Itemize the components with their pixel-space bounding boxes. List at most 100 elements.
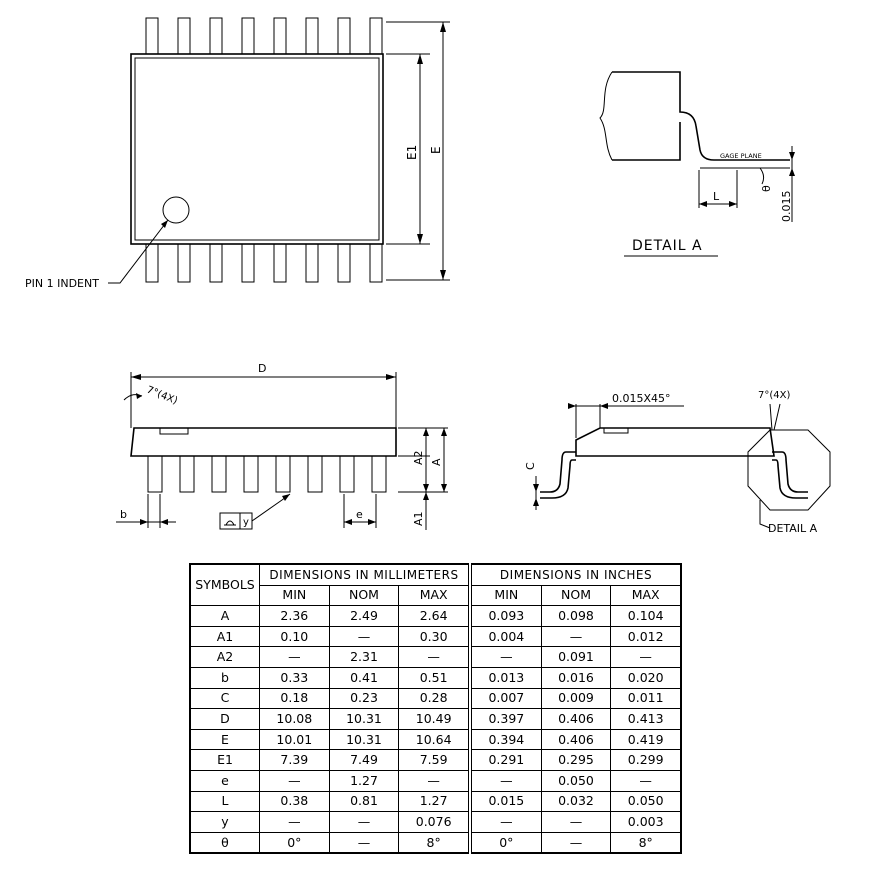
- value-cell: —: [259, 769, 330, 792]
- value-cell: 1.27: [328, 769, 400, 792]
- value-cell: —: [540, 831, 612, 854]
- value-cell: 7.59: [398, 749, 471, 771]
- symbol-cell: e: [189, 769, 260, 792]
- value-cell: 0.406: [540, 708, 612, 730]
- side-view: D 7°(4X) A2 A A1 b e: [116, 362, 448, 530]
- top-view: PIN 1 INDENT E1 E: [25, 17, 450, 290]
- theta-label: θ: [760, 185, 773, 192]
- value-cell: —: [467, 769, 542, 792]
- pin1-indent-label: PIN 1 INDENT: [25, 277, 99, 290]
- value-cell: 0.076: [398, 811, 471, 833]
- value-cell: —: [610, 769, 682, 792]
- value-cell: —: [398, 646, 471, 668]
- top-pins-lower: [145, 243, 383, 283]
- value-cell: —: [398, 769, 471, 792]
- value-cell: 0.050: [540, 769, 612, 792]
- symbol-cell: A1: [189, 625, 260, 648]
- top-pin: [273, 17, 287, 55]
- value-cell: —: [259, 811, 330, 833]
- coplanarity-y-label: y: [243, 517, 249, 528]
- value-cell: 7.49: [328, 749, 400, 771]
- symbol-cell: A: [189, 605, 260, 627]
- value-cell: 0.394: [467, 728, 542, 751]
- symbol-cell: b: [189, 666, 260, 689]
- symbol-cell: C: [189, 687, 260, 710]
- pin1-indent-circle: [162, 196, 190, 224]
- value-cell: 2.31: [328, 646, 400, 668]
- symbol-cell: y: [189, 811, 260, 833]
- value-cell: —: [540, 811, 612, 833]
- value-cell: —: [467, 811, 542, 833]
- angle-4x-label-left: 7°(4X): [145, 385, 179, 407]
- side-lead: [211, 455, 227, 493]
- value-cell: 0.091: [540, 646, 612, 668]
- value-cell: 0.012: [610, 625, 682, 648]
- value-cell: 0.104: [610, 605, 682, 627]
- value-cell: 10.08: [259, 708, 330, 730]
- value-cell: —: [540, 625, 612, 648]
- package-body-top: [130, 53, 384, 245]
- value-cell: 0.093: [467, 605, 542, 627]
- sub-header: MIN: [259, 584, 330, 607]
- top-pin: [337, 17, 351, 55]
- top-pins-upper: [145, 17, 383, 55]
- value-cell: 0.419: [610, 728, 682, 751]
- value-cell: 0.23: [328, 687, 400, 710]
- value-cell: 0.81: [328, 790, 400, 813]
- c-label: C: [524, 462, 537, 470]
- package-body-side: [130, 427, 397, 457]
- bottom-pin: [337, 243, 351, 283]
- side-lead: [147, 455, 163, 493]
- l-label: L: [713, 190, 720, 203]
- value-cell: —: [328, 625, 400, 648]
- value-cell: 10.64: [398, 728, 471, 751]
- dim-0015-label: 0.015: [780, 191, 793, 223]
- value-cell: 0.295: [540, 749, 612, 771]
- value-cell: 0.406: [540, 728, 612, 751]
- value-cell: 0.015: [467, 790, 542, 813]
- detail-a-title: DETAIL A: [632, 238, 703, 254]
- angle-4x-label-right: 7°(4X): [758, 390, 790, 401]
- b-label: b: [120, 508, 127, 521]
- value-cell: 2.36: [259, 605, 330, 627]
- top-pin: [145, 17, 159, 55]
- table-row: y——0.076——0.003: [189, 811, 682, 833]
- value-cell: 10.31: [328, 708, 400, 730]
- inches-header: DIMENSIONS IN INCHES: [468, 563, 682, 586]
- sub-header: NOM: [328, 584, 400, 607]
- value-cell: 10.49: [398, 708, 471, 730]
- value-cell: —: [259, 646, 330, 668]
- top-pin: [241, 17, 255, 55]
- detail-a-view: GAGE PLANE L θ 0.015 DETAIL A: [599, 71, 795, 257]
- a2-label: A2: [412, 450, 425, 465]
- side-leads: [147, 455, 387, 493]
- value-cell: 0.28: [398, 687, 471, 710]
- side-lead: [307, 455, 323, 493]
- symbol-cell: E1: [189, 749, 260, 771]
- table-row: A2—2.31——0.091—: [189, 646, 682, 668]
- value-cell: —: [610, 646, 682, 668]
- value-cell: 0.413: [610, 708, 682, 730]
- detail-a-ref-label: DETAIL A: [768, 522, 818, 535]
- value-cell: —: [328, 811, 400, 833]
- e-label: E: [429, 146, 443, 154]
- value-cell: 0.30: [398, 625, 471, 648]
- value-cell: 10.31: [328, 728, 400, 751]
- a-label: A: [430, 458, 443, 466]
- value-cell: 0.51: [398, 666, 471, 689]
- bottom-pin: [241, 243, 255, 283]
- chamfer-label: 0.015X45°: [612, 392, 671, 405]
- dimensions-table: SYMBOLS DIMENSIONS IN MILLIMETERS DIMENS…: [189, 563, 682, 855]
- symbols-header: SYMBOLS: [189, 563, 260, 607]
- value-cell: 0.003: [610, 811, 682, 833]
- value-cell: 0.291: [467, 749, 542, 771]
- bottom-pin: [273, 243, 287, 283]
- value-cell: 0.299: [610, 749, 682, 771]
